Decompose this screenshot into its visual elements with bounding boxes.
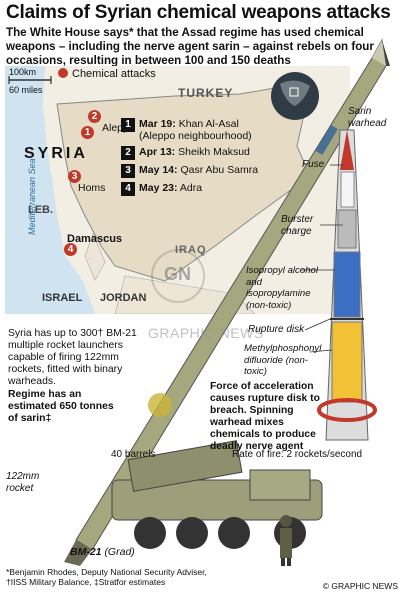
regime-text: Regime has an estimated 650 tonnes of sa… — [8, 389, 114, 424]
lebanon-shape — [84, 233, 106, 281]
attack-number: 4 — [121, 182, 135, 196]
country-syria: SYRIA — [24, 145, 88, 162]
label-rate-of-fire: Rate of fire: 2 rockets/second — [232, 449, 363, 460]
country-jordan: JORDAN — [100, 292, 147, 304]
footer-notes: *Benjamin Rhodes, Deputy National Securi… — [6, 567, 207, 587]
attack-place: Qasr Abu Samra — [180, 164, 259, 176]
attack-date: Apr 13: — [139, 146, 176, 158]
country-lebanon: LEB. — [28, 204, 54, 216]
city-homs: Homs — [78, 182, 106, 194]
attack-date: May 14: — [139, 164, 178, 176]
country-turkey: TURKEY — [178, 86, 234, 100]
attack-dot-icon — [58, 68, 68, 78]
soldier-icon — [280, 515, 292, 566]
footer-line-1: *Benjamin Rhodes, Deputy National Securi… — [6, 567, 207, 577]
attack-number: 1 — [121, 118, 135, 132]
page-title: Claims of Syrian chemical weapons attack… — [6, 2, 391, 23]
map-marker-1: 1 — [81, 126, 94, 139]
credit: © GRAPHIC NEWS — [322, 581, 398, 591]
attack-item: 3 May 14: Qasr Abu Samra — [121, 164, 261, 178]
label-122mm-rocket: 122mm rocket — [6, 471, 40, 494]
attack-place: Adra — [179, 182, 203, 194]
map-marker-2: 2 — [88, 110, 101, 123]
locator-globe-icon — [271, 72, 319, 120]
map-marker-4: 4 — [64, 243, 77, 256]
warhead-cross-section — [317, 129, 377, 441]
map-legend: Chemical attacks — [58, 68, 156, 80]
label-isopropyl: Isopropyl alcohol and isopropylamine (no… — [246, 265, 318, 311]
jordan-shape — [114, 275, 256, 314]
graphic-news-watermark — [151, 249, 205, 303]
attack-number: 2 — [121, 146, 135, 160]
country-iraq: IRAQ — [175, 244, 207, 256]
label-sarin-warhead: Sarin warhead — [348, 106, 387, 129]
attack-date: Mar 19: — [139, 118, 176, 130]
force-explanation: Force of acceleration causes rupture dis… — [210, 381, 320, 452]
label-methyl: Methylphosphonyl difluoride (non-toxic) — [244, 343, 322, 377]
attack-item: 2 Apr 13: Sheikh Maksud — [121, 146, 261, 160]
label-40-barrels: 40 barrels — [111, 449, 156, 460]
scale-miles: 60 miles — [9, 85, 43, 95]
attack-item: 4 May 23: Adra — [121, 182, 261, 196]
country-israel: ISRAEL — [42, 292, 83, 304]
scale-km: 100km — [9, 67, 37, 77]
label-rupture-disk: Rupture disk — [248, 324, 305, 335]
rocket-122mm-icon — [64, 38, 390, 566]
map-marker-3: 3 — [68, 170, 81, 183]
label-fuse: Fuse — [302, 159, 325, 170]
syria-shape — [56, 87, 311, 282]
watermark-text: GRAPHIC NEWS — [148, 325, 264, 341]
attack-place: Khan Al-Asal (Aleppo neighbourhood) — [139, 118, 252, 142]
watermark-logo: GN — [164, 264, 191, 284]
footer-line-2: †IISS Military Balance, ‡Stratfor estima… — [6, 577, 166, 587]
launchers-text: Syria has up to 300† BM-21 multiple rock… — [8, 328, 137, 387]
subtitle: The White House says* that the Assad reg… — [6, 26, 374, 67]
attack-number: 3 — [121, 164, 135, 178]
attack-date: May 23: — [139, 182, 178, 194]
attack-list: 1 Mar 19: Khan Al-Asal (Aleppo neighbour… — [121, 118, 261, 200]
scale-bar — [8, 76, 52, 84]
label-burster-charge: Burster charge — [281, 214, 314, 237]
leader-lines — [300, 164, 343, 353]
attack-place: Sheikh Maksud — [178, 146, 250, 158]
city-damascus: Damascus — [67, 233, 123, 245]
label-bm21: BM-21 (Grad) — [70, 546, 135, 558]
attack-item: 1 Mar 19: Khan Al-Asal (Aleppo neighbour… — [121, 118, 261, 142]
